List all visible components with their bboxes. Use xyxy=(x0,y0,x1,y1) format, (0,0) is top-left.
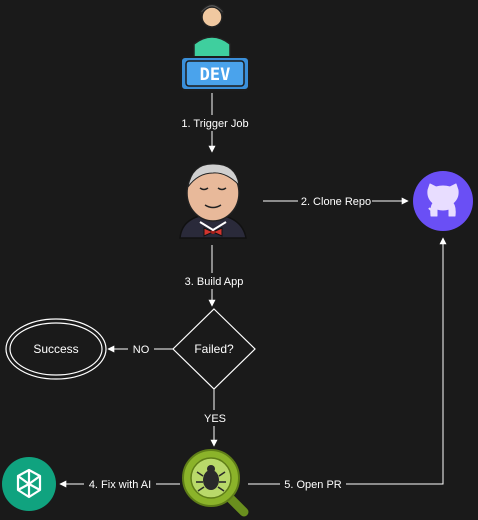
edge-label-clone-repo: 2. Clone Repo xyxy=(301,196,371,208)
edge-open-pr xyxy=(248,237,447,485)
edge-label-trigger-job: 1. Trigger Job xyxy=(181,118,248,130)
dev-badge: DEV xyxy=(180,56,250,91)
success-label: Success xyxy=(33,342,78,356)
dev-badge-label: DEV xyxy=(200,65,231,85)
success-node: Success xyxy=(5,318,107,380)
edge-label-fix-with-ai: 4. Fix with AI xyxy=(89,479,151,491)
edge-label-build-app: 3. Build App xyxy=(185,276,244,288)
bug-search-icon xyxy=(182,449,249,517)
developer-icon xyxy=(193,3,231,58)
openai-icon xyxy=(2,457,56,511)
edge-label-no: NO xyxy=(133,344,150,356)
decision-label: Failed? xyxy=(194,342,234,356)
github-icon xyxy=(413,171,473,231)
edge-label-open-pr: 5. Open PR xyxy=(284,479,342,491)
edge-label-yes: YES xyxy=(204,413,226,425)
jenkins-icon xyxy=(179,163,247,239)
